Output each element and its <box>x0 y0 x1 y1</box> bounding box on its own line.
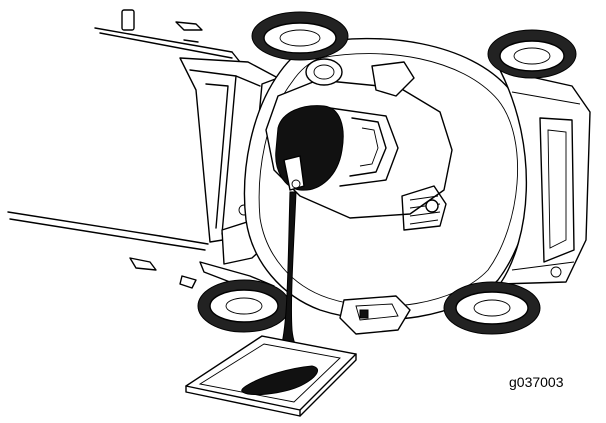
wheel-rear-right <box>487 29 577 79</box>
wheel-rear-left <box>251 11 349 61</box>
wheel-front-right <box>443 281 541 335</box>
oil-drain-pan <box>185 335 357 417</box>
engine <box>265 58 453 231</box>
figure-id-label: g037003 <box>509 374 564 390</box>
wheel-front-left <box>197 279 291 333</box>
handle-lower <box>7 211 209 289</box>
deck-front-latch <box>339 295 411 335</box>
handle-upper <box>94 9 241 69</box>
